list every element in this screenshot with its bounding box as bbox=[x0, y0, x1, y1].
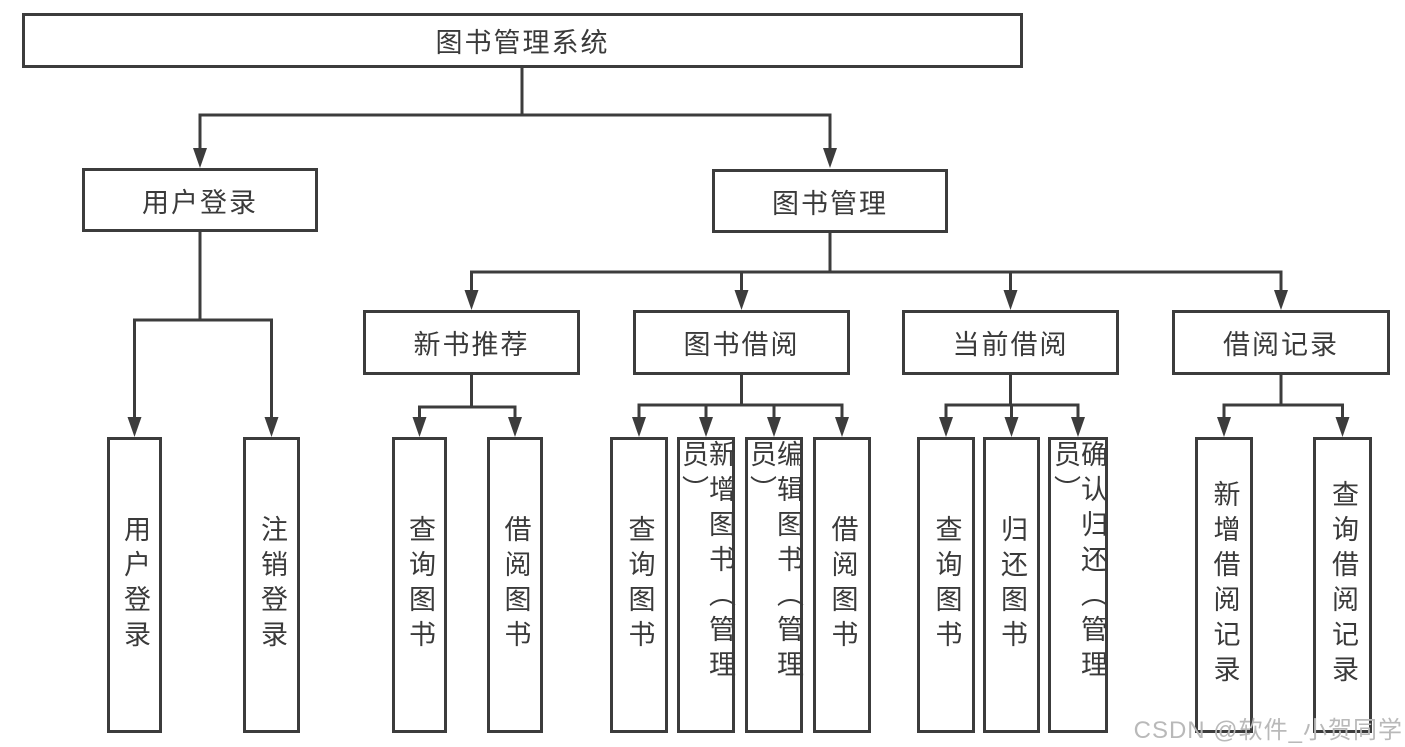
node-user-login: 用户登录 bbox=[82, 168, 318, 232]
csdn-watermark: CSDN @软件_小贺同学 bbox=[1133, 717, 1403, 744]
leaf-logout: 注销登录 bbox=[243, 437, 300, 733]
edge-arrowheads bbox=[127, 148, 1350, 437]
leaf-user-login: 用户登录 bbox=[107, 437, 162, 733]
leaf-query-books-recommend: 查询图书 bbox=[392, 437, 447, 733]
node-current-borrow: 当前借阅 bbox=[902, 310, 1119, 375]
edge-shafts bbox=[133, 68, 1344, 418]
leaf-edit-book-admin: 编辑图书（管理员） bbox=[745, 437, 803, 733]
leaf-query-books-borrow: 查询图书 bbox=[610, 437, 668, 733]
leaf-add-book-admin: 新增图书（管理员） bbox=[677, 437, 735, 733]
leaf-query-borrow-record: 查询借阅记录 bbox=[1313, 437, 1372, 733]
node-new-book-recommend: 新书推荐 bbox=[363, 310, 580, 375]
leaf-confirm-return-admin: 确认归还（管理员） bbox=[1048, 437, 1108, 733]
leaf-return-books: 归还图书 bbox=[983, 437, 1040, 733]
leaf-borrow-books-recommend: 借阅图书 bbox=[487, 437, 543, 733]
node-borrow-records: 借阅记录 bbox=[1172, 310, 1390, 375]
node-book-management: 图书管理 bbox=[712, 169, 948, 233]
leaf-borrow-books-borrow: 借阅图书 bbox=[813, 437, 871, 733]
leaf-query-books-current: 查询图书 bbox=[917, 437, 975, 733]
leaf-add-borrow-record: 新增借阅记录 bbox=[1195, 437, 1253, 733]
node-root: 图书管理系统 bbox=[22, 13, 1023, 68]
node-book-borrow: 图书借阅 bbox=[633, 310, 850, 375]
